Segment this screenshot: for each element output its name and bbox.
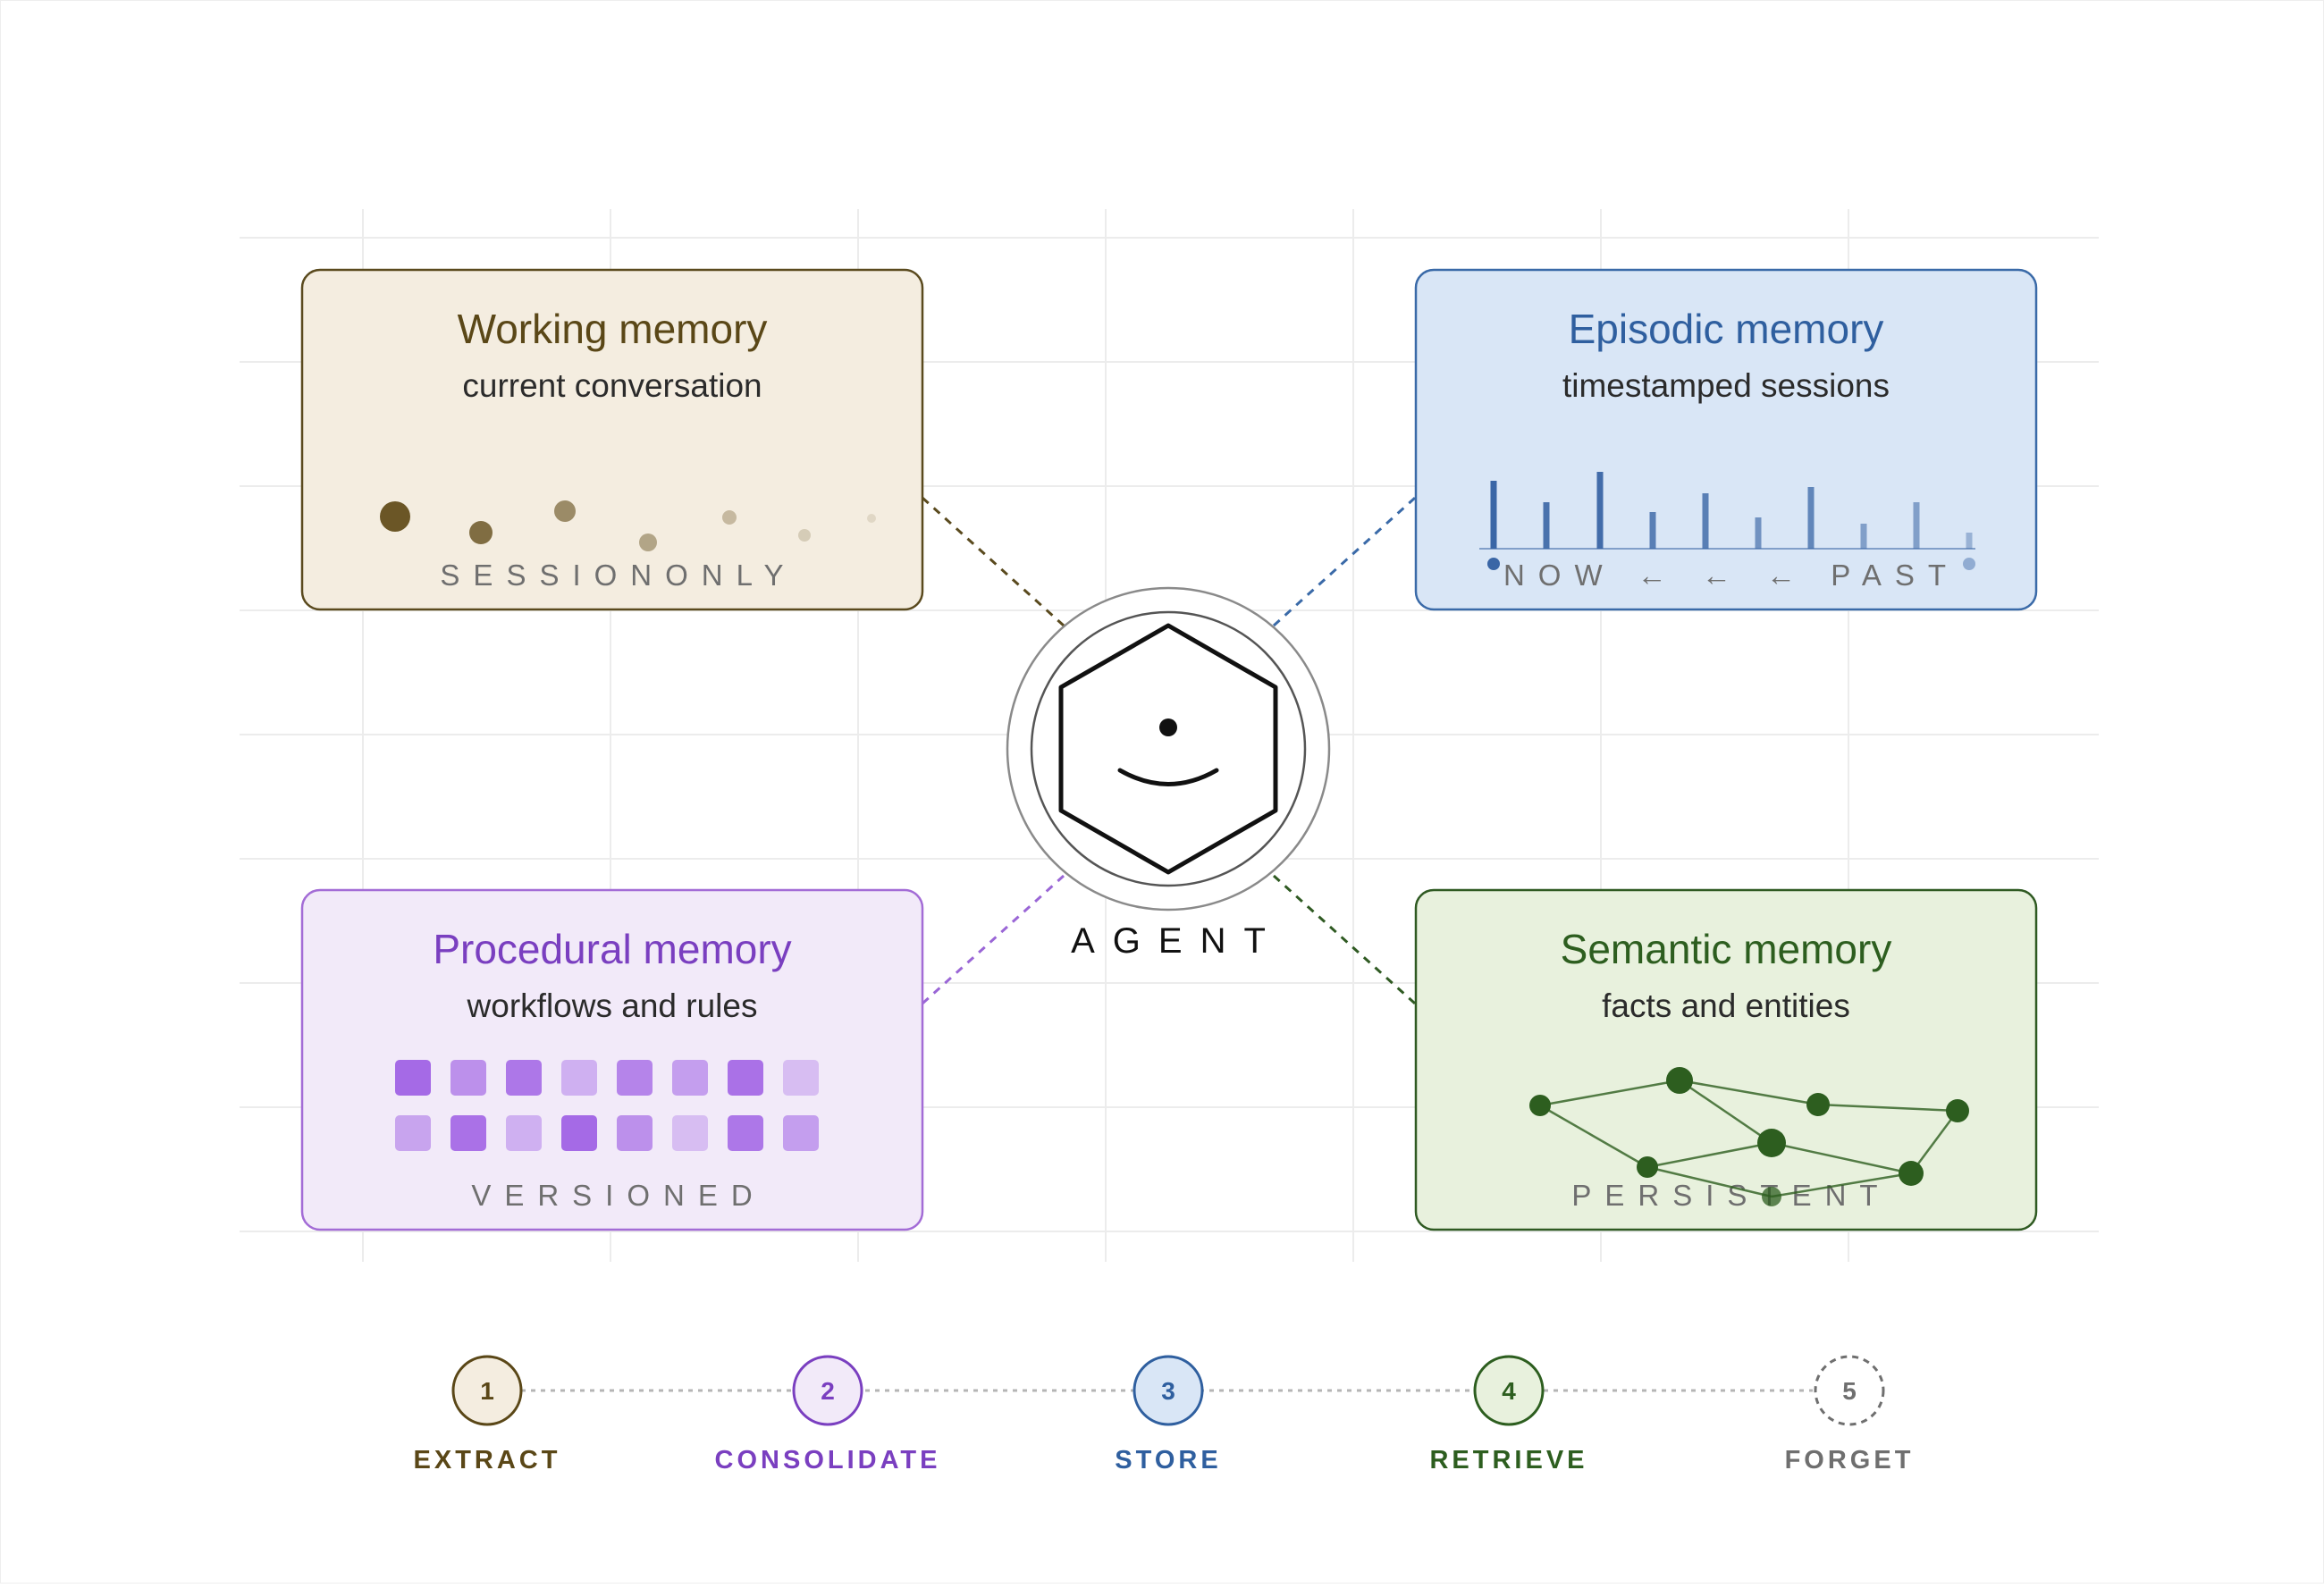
card-semantic-title: Semantic memory xyxy=(1561,926,1892,972)
graph-node-7 xyxy=(1899,1161,1924,1186)
card-working-memory: Working memory current conversation SESS… xyxy=(300,268,924,611)
workflow-block-6 xyxy=(672,1060,708,1096)
session-dot-2 xyxy=(469,521,493,544)
graph-node-1 xyxy=(1529,1095,1551,1116)
graph-edge-4 xyxy=(1539,1104,1648,1169)
workflow-block-3 xyxy=(506,1060,542,1096)
graph-node-2 xyxy=(1666,1067,1693,1094)
card-semantic-subtitle: facts and entities xyxy=(1602,987,1850,1024)
card-semantic-background xyxy=(1414,888,2038,1231)
step-extract-label: EXTRACT xyxy=(414,1446,561,1475)
session-dot-7 xyxy=(867,514,876,523)
session-dot-1 xyxy=(380,501,410,532)
card-working-subtitle: current conversation xyxy=(462,367,762,404)
timeline-past-dot xyxy=(1963,558,1975,570)
workflow-block-14 xyxy=(672,1115,708,1151)
workflow-block-11 xyxy=(506,1115,542,1151)
card-semantic-tag: PERSISTENT xyxy=(1571,1179,1890,1212)
card-procedural-memory: Procedural memory workflows and rules VE… xyxy=(300,888,924,1231)
session-dots xyxy=(380,500,876,551)
step-retrieve-label: RETRIEVE xyxy=(1429,1446,1587,1475)
card-semantic-memory: Semantic memory facts and entities PERSI… xyxy=(1414,888,2038,1231)
graph-edge-2 xyxy=(1679,1079,1819,1106)
session-dot-6 xyxy=(798,529,811,542)
step-store-circle xyxy=(1133,1355,1204,1426)
timeline-now-dot xyxy=(1487,558,1500,570)
step-extract: 1 EXTRACT xyxy=(414,1355,561,1475)
graph-edge-1 xyxy=(1539,1079,1680,1107)
agent-label: AGENT xyxy=(1071,921,1284,961)
graph-edge-7 xyxy=(1771,1141,1912,1175)
agent-eye-icon xyxy=(1159,718,1177,736)
graph-node-8 xyxy=(1762,1187,1781,1206)
agent-smile-icon xyxy=(1117,768,1219,786)
workflow-block-7 xyxy=(728,1060,763,1096)
card-procedural-title: Procedural memory xyxy=(433,926,791,972)
workflow-block-4 xyxy=(561,1060,597,1096)
workflow-block-13 xyxy=(617,1115,653,1151)
graph-edge-3 xyxy=(1817,1103,1958,1113)
graph-edge-9 xyxy=(1646,1165,1772,1198)
graph-node-4 xyxy=(1946,1099,1969,1122)
step-retrieve-circle xyxy=(1473,1355,1545,1426)
graph-node-6 xyxy=(1757,1129,1786,1157)
graph-edge-5 xyxy=(1679,1079,1772,1145)
workflow-block-16 xyxy=(783,1115,819,1151)
card-episodic-title: Episodic memory xyxy=(1569,306,1884,352)
step-retrieve: 4 RETRIEVE xyxy=(1429,1355,1587,1475)
step-forget-number: 5 xyxy=(1842,1377,1857,1405)
graph-edge-6 xyxy=(1646,1141,1772,1169)
graph-node-3 xyxy=(1806,1093,1830,1116)
step-consolidate-number: 2 xyxy=(821,1377,835,1405)
workflow-block-2 xyxy=(450,1060,486,1096)
session-dot-3 xyxy=(554,500,576,522)
connector-semantic xyxy=(1272,874,1463,1047)
workflow-block-10 xyxy=(450,1115,486,1151)
step-forget-label: FORGET xyxy=(1785,1446,1915,1475)
graph-node-5 xyxy=(1637,1156,1658,1178)
step-store: 3 STORE xyxy=(1115,1355,1221,1475)
card-episodic-subtitle: timestamped sessions xyxy=(1562,367,1890,404)
step-retrieve-number: 4 xyxy=(1502,1377,1516,1405)
card-episodic-background xyxy=(1414,268,2038,611)
step-store-number: 3 xyxy=(1161,1377,1175,1405)
connector-working xyxy=(874,454,1065,627)
card-procedural-tag: VERSIONED xyxy=(471,1179,765,1212)
card-episodic-memory: Episodic memory timestamped sessions NOW… xyxy=(1414,268,2038,611)
session-dot-5 xyxy=(722,510,737,525)
workflow-block-8 xyxy=(783,1060,819,1096)
card-procedural-subtitle: workflows and rules xyxy=(467,987,758,1024)
connector-procedural xyxy=(874,874,1065,1047)
session-dot-4 xyxy=(639,534,657,551)
workflow-block-15 xyxy=(728,1115,763,1151)
card-working-background xyxy=(300,268,924,611)
card-working-tag: SESSIONONLY xyxy=(440,559,796,592)
step-store-label: STORE xyxy=(1115,1446,1221,1475)
timeline-bars xyxy=(1479,472,1975,570)
agent-node: AGENT xyxy=(1006,586,1331,961)
workflow-block-5 xyxy=(617,1060,653,1096)
step-consolidate: 2 CONSOLIDATE xyxy=(715,1355,941,1475)
knowledge-graph xyxy=(1529,1067,1969,1206)
step-forget-circle xyxy=(1814,1355,1885,1426)
workflow-block-9 xyxy=(395,1115,431,1151)
card-working-title: Working memory xyxy=(458,306,768,352)
lifecycle-steps: 1 EXTRACT 2 CONSOLIDATE 3 STORE 4 RETRIE… xyxy=(414,1355,1915,1475)
step-forget: 5 FORGET xyxy=(1785,1355,1915,1475)
card-episodic-tag: NOW ← ← ← PAST xyxy=(1503,559,1959,592)
step-extract-number: 1 xyxy=(480,1377,494,1405)
agent-hexagon-icon xyxy=(1058,623,1278,875)
step-consolidate-label: CONSOLIDATE xyxy=(715,1446,941,1475)
step-consolidate-circle xyxy=(792,1355,863,1426)
workflow-block-12 xyxy=(561,1115,597,1151)
workflow-blocks xyxy=(395,1060,819,1151)
connector-episodic xyxy=(1272,454,1463,627)
graph-edge-10 xyxy=(1771,1172,1912,1198)
workflow-block-1 xyxy=(395,1060,431,1096)
graph-edge-8 xyxy=(1909,1110,1959,1174)
step-extract-circle xyxy=(451,1355,523,1426)
